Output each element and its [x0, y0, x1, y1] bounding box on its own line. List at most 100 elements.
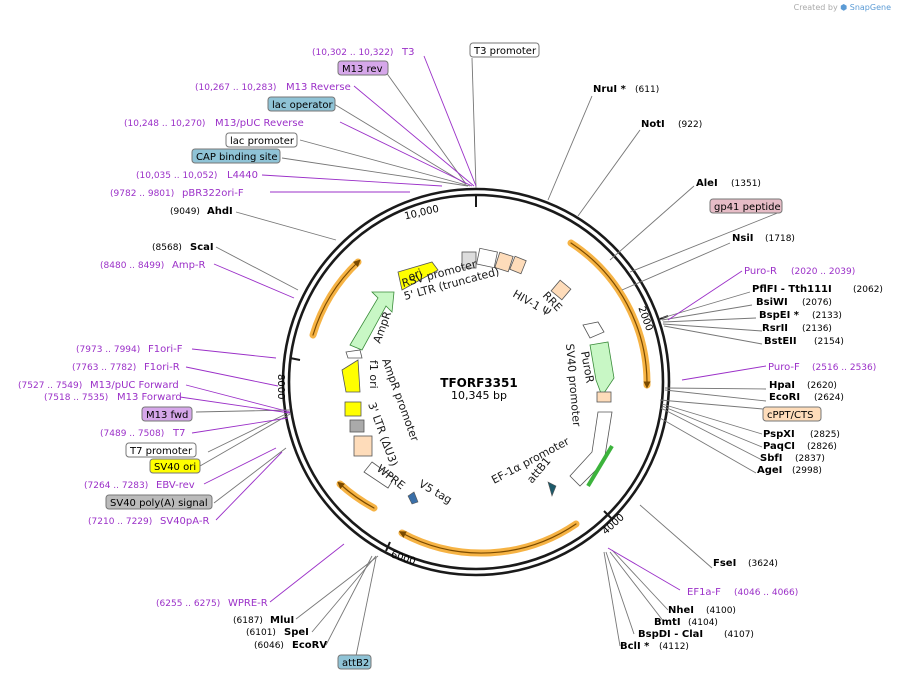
enzyme-bcli-coord: (4112) [659, 642, 689, 652]
sv40-promoter-feature [582, 321, 605, 339]
wpre-feature [363, 461, 395, 489]
enzyme-nsii-coord: (1718) [765, 234, 795, 244]
primer-ebv-rev: EBV-rev [156, 480, 195, 491]
box-attb2-text: attB2 [342, 658, 369, 669]
ori-feature [397, 261, 439, 291]
cppt-feature [596, 391, 612, 403]
primer-wpre-r: WPRE-R [228, 598, 268, 609]
box-lac-promoter: lac promoter [225, 132, 298, 148]
enzyme-rsrii-coord: (2136) [802, 324, 832, 334]
label-v5-tag: V5 tag [417, 477, 455, 506]
arc-ampr-region [309, 258, 362, 339]
primer-m13puc-rev: M13/pUC Reverse [215, 118, 304, 129]
center-title: TFORF3351 10,345 bp [440, 376, 517, 402]
box-cppt-cts: cPPT/CTS [762, 406, 822, 422]
enzyme-bsteii: BstEII [764, 336, 797, 347]
enzyme-pspxi: PspXI [763, 429, 795, 440]
box-attb2: attB2 [337, 654, 372, 670]
box-sv40-ori-text: SV40 ori [154, 462, 196, 473]
gp41-feature [550, 279, 572, 301]
primer-t7: T7 [172, 428, 185, 439]
tick-label-8000: 8000 [275, 374, 286, 399]
primer-puro-r: Puro-R [744, 266, 777, 277]
enzyme-bsiwi-coord: (2076) [802, 298, 832, 308]
primer-t3: T3 [401, 47, 414, 58]
plasmid-name: TFORF3351 [440, 376, 517, 390]
enzyme-claI: BspDI - ClaI [638, 629, 703, 640]
ampr-small-feature [345, 349, 363, 359]
primer-wpre-r-coord: (6255 .. 6275) [156, 599, 220, 609]
primer-ebv-rev-coord: (7264 .. 7283) [84, 481, 148, 491]
enzyme-bspei: BspEI * [759, 310, 800, 321]
primer-pbr322: pBR322ori-F [182, 188, 244, 199]
enzyme-spei: SpeI [284, 627, 309, 638]
ampr-feature [349, 291, 395, 351]
box-gp41-peptide-text: gp41 peptide [714, 202, 781, 213]
enzyme-labels-left: (6046) EcoRV (6101) SpeI (6187) MluI (90… [152, 206, 327, 651]
primer-f1ori-f-coord: (7973 .. 7994) [76, 345, 140, 355]
ltr-3-feature [353, 435, 373, 457]
psi-feature [494, 251, 514, 273]
primer-m13rev: M13 Reverse [286, 82, 351, 93]
enzyme-sbfi: SbfI [760, 453, 782, 464]
primer-m13fwd: M13 Forward [117, 392, 182, 403]
watermark-prefix: Created by [793, 3, 838, 12]
primer-m13puc-fwd-coord: (7527 .. 7549) [18, 381, 82, 391]
primer-t7-coord: (7489 .. 7508) [100, 429, 164, 439]
primer-m13puc-fwd: M13/pUC Forward [90, 380, 179, 391]
inner-features [341, 247, 615, 505]
box-t3-promoter: T3 promoter [469, 42, 540, 58]
enzyme-pflfi-coord: (2062) [853, 285, 883, 295]
box-m13-rev: M13 rev [337, 60, 389, 76]
enzyme-hpai-coord: (2620) [807, 381, 837, 391]
label-puror: PuroR [578, 350, 596, 384]
box-gp41-peptide: gp41 peptide [709, 198, 783, 214]
primer-puro-f-coord: (2516 .. 2536) [812, 363, 876, 373]
enzyme-claI-coord: (4107) [724, 630, 754, 640]
enzyme-mlui: MluI [270, 615, 294, 626]
enzyme-ecori-coord: (2624) [814, 393, 844, 403]
enzyme-mlui-coord: (6187) [233, 616, 263, 626]
box-sv40-ori: SV40 ori [149, 458, 201, 474]
ef1a-promoter-feature [569, 411, 613, 487]
primer-pbr322-coord: (9782 .. 9801) [110, 189, 174, 199]
rre-feature [509, 255, 527, 275]
primer-l4440: L4440 [227, 170, 258, 181]
enzyme-pspxi-coord: (2825) [810, 430, 840, 440]
label-f1-ori: f1 ori [367, 360, 380, 389]
highlight-arcs [309, 239, 651, 557]
primer-labels: (10,302 .. 10,322) T3 (10,267 .. 10,283)… [18, 47, 876, 609]
primer-puro-f: Puro-F [768, 362, 800, 373]
enzyme-ahdi-coord: (9049) [170, 207, 200, 217]
primer-ampr: Amp-R [172, 260, 206, 271]
enzyme-noti: NotI [641, 119, 665, 130]
attb1-feature [547, 481, 557, 497]
box-lac-operator: lac operator [267, 96, 336, 112]
enzyme-bmti-coord: (4104) [688, 618, 718, 628]
enzyme-nrui-coord: (611) [635, 85, 659, 95]
box-m13-fwd: M13 fwd [141, 406, 193, 422]
label-3ltr: 3' LTR (ΔU3) [365, 401, 400, 469]
v5-tag-feature [407, 491, 419, 505]
box-lac-operator-text: lac operator [272, 100, 333, 111]
enzyme-scai: ScaI [190, 242, 214, 253]
enzyme-agei: AgeI [757, 465, 782, 476]
enzyme-nrui: NruI * [593, 84, 627, 95]
box-cppt-cts-text: cPPT/CTS [767, 410, 813, 421]
enzyme-agei-coord: (2998) [792, 466, 822, 476]
snapgene-logo-icon: ⬢ [840, 3, 848, 12]
box-t3-promoter-text: T3 promoter [473, 46, 537, 57]
enzyme-spei-coord: (6101) [246, 628, 276, 638]
primer-ef1a-f-coord: (4046 .. 4066) [734, 588, 798, 598]
arc-wpre-region [336, 480, 378, 512]
enzyme-sbfi-coord: (2837) [795, 454, 825, 464]
rsv-promoter-feature [461, 251, 477, 269]
enzyme-paqci: PaqCI [763, 441, 795, 452]
enzyme-nsii: NsiI [732, 233, 753, 244]
enzyme-fsei-coord: (3624) [748, 559, 778, 569]
enzyme-bmti: BmtI [654, 617, 681, 628]
primer-f1ori-f: F1ori-F [148, 344, 183, 355]
label-ori: ori [406, 266, 424, 283]
enzyme-labels: NruI * (611) NotI (922) AleI (1351) NsiI… [593, 84, 883, 652]
